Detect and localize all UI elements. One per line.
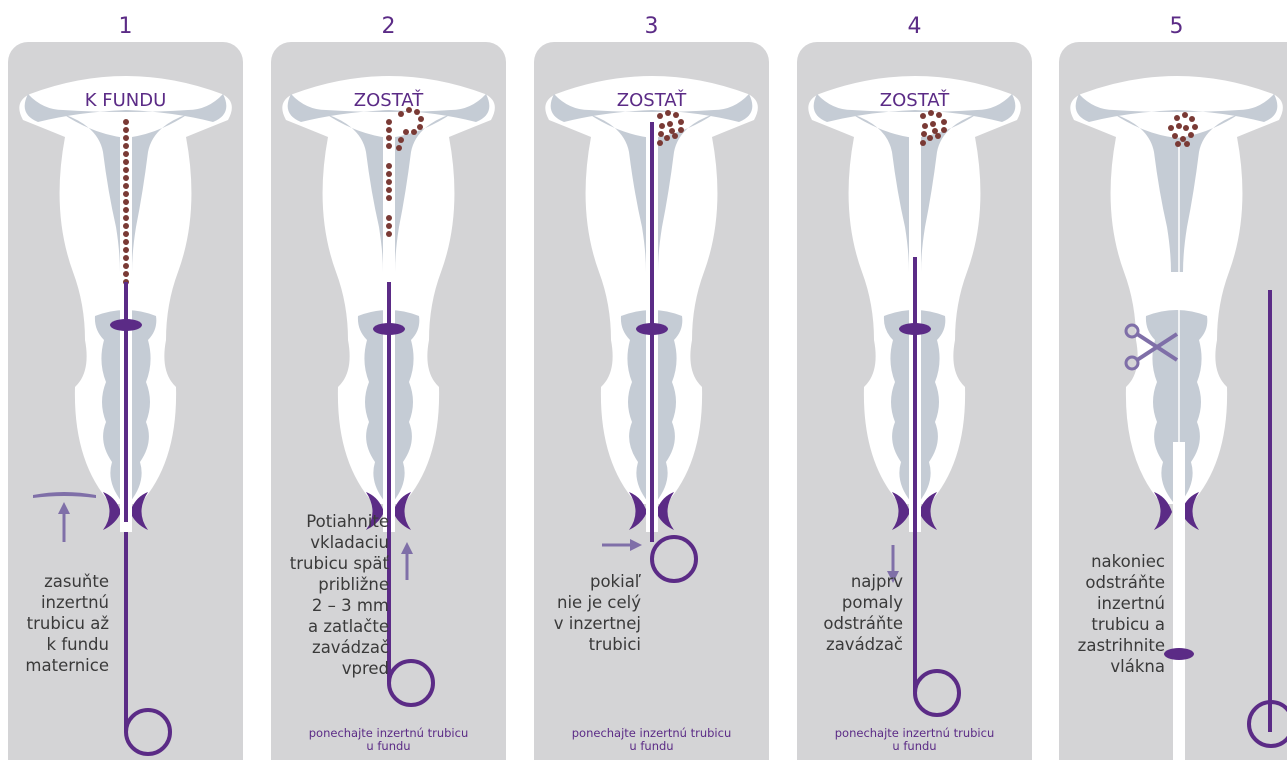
step-number: 3 — [534, 14, 769, 39]
arrow-up-icon — [401, 542, 413, 580]
flange — [1164, 648, 1194, 660]
flange — [373, 323, 405, 335]
arrow-right-icon — [602, 539, 642, 551]
step-top-label: K FUNDU — [8, 90, 243, 111]
plunger-ring — [389, 661, 433, 705]
plunger-ring — [652, 537, 696, 581]
flange — [636, 323, 668, 335]
step-top-label: ZOSTAŤ — [797, 90, 1032, 111]
step-number: 2 — [271, 14, 506, 39]
arrow-up-icon — [33, 492, 96, 542]
flange — [899, 323, 931, 335]
step-top-label: ZOSTAŤ — [534, 90, 769, 111]
plunger-ring — [126, 710, 170, 754]
step-number: 1 — [8, 14, 243, 39]
step-number: 4 — [797, 14, 1032, 39]
rod-beads — [123, 119, 129, 285]
insertion-tube — [1173, 442, 1185, 760]
step-top-label: ZOSTAŤ — [271, 90, 506, 111]
plunger-ring — [915, 671, 959, 715]
flange — [110, 319, 142, 331]
step-number: 5 — [1059, 14, 1287, 39]
